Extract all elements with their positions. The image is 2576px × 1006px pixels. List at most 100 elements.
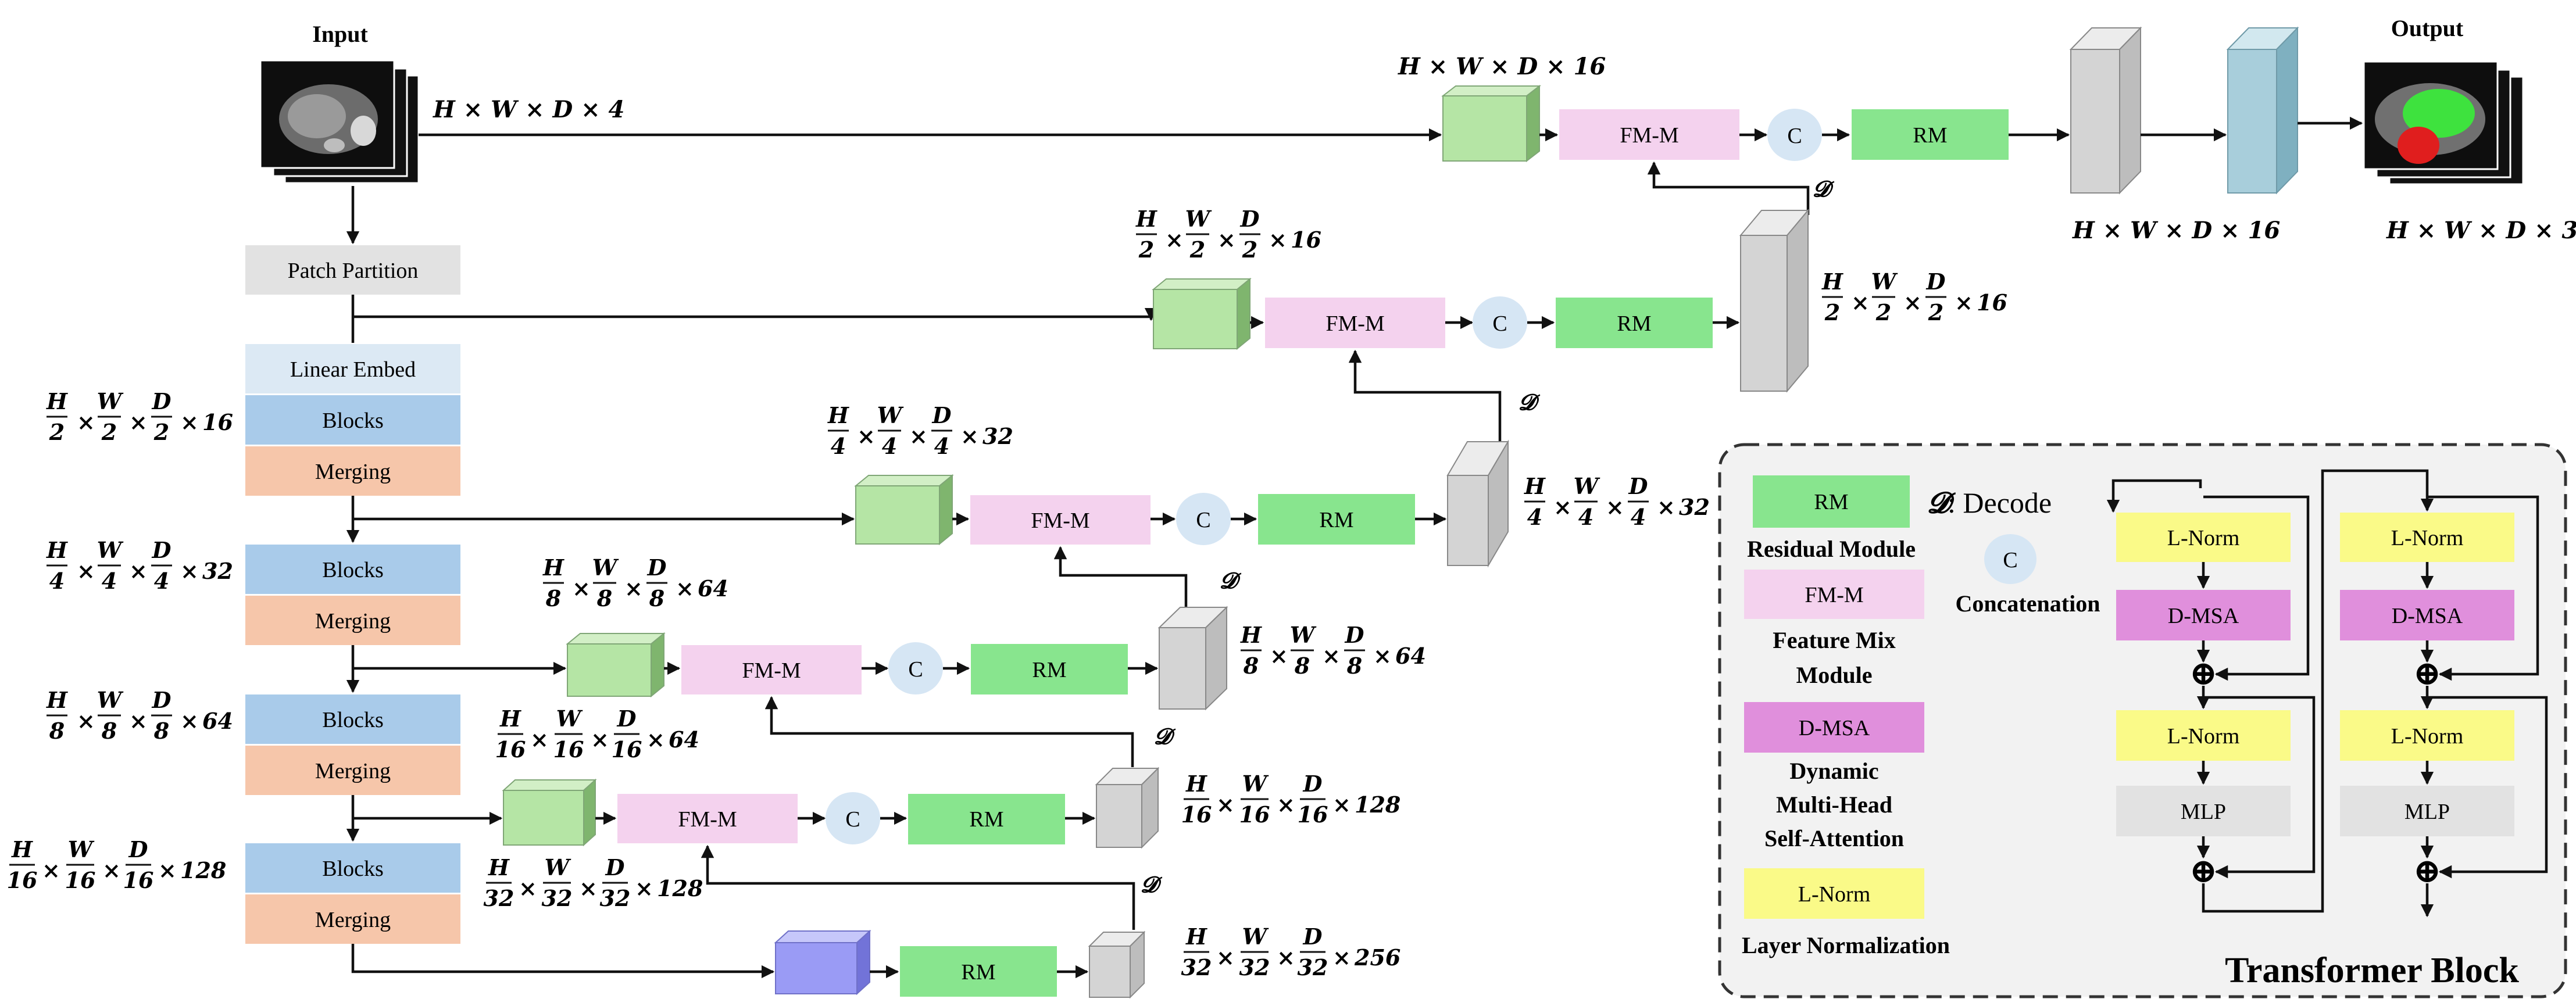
svg-text:4: 4 bbox=[831, 433, 846, 459]
slab-gray-5 bbox=[1088, 930, 1146, 999]
svg-text:16: 16 bbox=[65, 867, 96, 893]
blocks-box-2 bbox=[245, 545, 460, 594]
cube-green-4 bbox=[502, 778, 597, 847]
svg-text:𝑯: 𝑯 bbox=[1185, 771, 1207, 797]
svg-text:𝑯: 𝑯 bbox=[827, 402, 849, 428]
svg-text:×: × bbox=[646, 726, 665, 753]
svg-text:×: × bbox=[1270, 643, 1288, 669]
svg-text:32: 32 bbox=[982, 423, 1013, 449]
svg-text:8: 8 bbox=[101, 718, 117, 744]
legend-concat-symbol: C bbox=[2003, 548, 2017, 572]
dec-dims-3-right: 𝑯8 × 𝑾8 × 𝑫8 × 64 bbox=[1240, 622, 1426, 679]
svg-text:𝑫: 𝑫 bbox=[152, 687, 172, 713]
rm-label-0: RM bbox=[1913, 123, 1947, 148]
svg-text:16: 16 bbox=[1977, 289, 2007, 316]
output-label: Output bbox=[2391, 15, 2464, 41]
svg-text:×: × bbox=[1851, 289, 1870, 316]
svg-text:4: 4 bbox=[1578, 504, 1594, 530]
dec-dims-1-right: 𝑯2 × 𝑾2 × 𝑫2 × 16 bbox=[1821, 268, 2007, 325]
legend-lnorm-desc: Layer Normalization bbox=[1742, 932, 1950, 958]
merging-label-1: Merging bbox=[315, 460, 391, 484]
svg-text:×: × bbox=[1165, 227, 1184, 253]
svg-text:×: × bbox=[1903, 289, 1922, 316]
svg-text:L-Norm: L-Norm bbox=[2167, 526, 2240, 550]
fm-label-0: FM-M bbox=[1620, 123, 1678, 148]
svg-text:8: 8 bbox=[545, 585, 561, 611]
transformer-block-b: L-Norm D-MSA ⊕ L-Norm MLP ⊕ bbox=[2340, 495, 2548, 918]
concat-label-4: C bbox=[845, 807, 860, 832]
svg-text:4: 4 bbox=[1527, 504, 1542, 530]
svg-text:𝑾: 𝑾 bbox=[877, 402, 904, 428]
svg-text:64: 64 bbox=[202, 708, 233, 734]
concat-label-2: C bbox=[1196, 508, 1210, 532]
svg-text:𝑯: 𝑯 bbox=[46, 537, 68, 563]
svg-text:𝑾: 𝑾 bbox=[97, 687, 124, 713]
svg-text:×: × bbox=[676, 575, 694, 602]
svg-text:×: × bbox=[572, 575, 591, 602]
svg-text:𝑯: 𝑯 bbox=[46, 687, 68, 713]
svg-text:𝑫: 𝑫 bbox=[1303, 923, 1323, 950]
svg-text:32: 32 bbox=[1181, 954, 1212, 980]
linear-embed-box bbox=[245, 344, 460, 393]
tb-a-lnorm-1 bbox=[2116, 513, 2291, 562]
rm-label-1: RM bbox=[1617, 312, 1651, 336]
svg-text:𝑯: 𝑯 bbox=[542, 554, 564, 581]
merging-box-2 bbox=[245, 596, 460, 645]
svg-text:𝑯: 𝑯 bbox=[1821, 268, 1843, 295]
tb-b-lnorm-1 bbox=[2340, 513, 2514, 562]
svg-text:×: × bbox=[129, 409, 148, 435]
svg-text:𝑾: 𝑾 bbox=[97, 537, 124, 563]
svg-text:×: × bbox=[77, 409, 95, 435]
rm-box-5 bbox=[900, 946, 1057, 997]
svg-text:2: 2 bbox=[1138, 237, 1154, 263]
svg-text:𝑫: 𝑫 bbox=[152, 537, 172, 563]
svg-text:×: × bbox=[102, 857, 121, 883]
rm-label-3: RM bbox=[1032, 658, 1066, 682]
svg-text:8: 8 bbox=[1294, 653, 1310, 679]
skip-connection-1 bbox=[353, 307, 1158, 321]
transformer-block-a: L-Norm D-MSA ⊕ L-Norm MLP ⊕ bbox=[2106, 469, 2434, 913]
decode-label-4: 𝓓 bbox=[1141, 873, 1163, 897]
svg-text:𝑯: 𝑯 bbox=[1524, 473, 1546, 499]
merging-label-4: Merging bbox=[315, 908, 391, 932]
svg-text:×: × bbox=[158, 857, 177, 883]
svg-text:16: 16 bbox=[123, 867, 154, 893]
svg-text:×: × bbox=[960, 423, 979, 449]
svg-text:𝑯: 𝑯 bbox=[499, 706, 521, 732]
cube-green-2 bbox=[854, 474, 954, 546]
dec-dims-3-top: 𝑯8 × 𝑾8 × 𝑫8 × 64 bbox=[542, 554, 728, 611]
tb-a-lnorm-2 bbox=[2116, 710, 2291, 761]
concat-1 bbox=[1473, 296, 1527, 349]
rm-box-0 bbox=[1852, 109, 2009, 160]
svg-text:×: × bbox=[1606, 494, 1624, 520]
dec-dims-2-right: 𝑯4 × 𝑾4 × 𝑫4 × 32 bbox=[1524, 473, 1710, 530]
tb-b-dmsa bbox=[2340, 590, 2514, 640]
svg-text:𝑾: 𝑾 bbox=[545, 854, 571, 880]
svg-text:4: 4 bbox=[882, 433, 897, 459]
svg-text:×: × bbox=[1216, 792, 1235, 818]
svg-text:D-MSA: D-MSA bbox=[2168, 604, 2239, 628]
svg-text:4: 4 bbox=[154, 568, 169, 594]
svg-text:MLP: MLP bbox=[2404, 800, 2450, 824]
svg-text:×: × bbox=[129, 708, 148, 734]
bottleneck-dims-left: 𝑯32 × 𝑾32 × 𝑫32 × 128 bbox=[484, 854, 703, 911]
slab-gray-output bbox=[2069, 26, 2142, 195]
decode-arrow-3 bbox=[764, 696, 1134, 767]
svg-text:𝑯: 𝑯 bbox=[46, 388, 68, 414]
enc-dims-2: 𝑯4 × 𝑾4 × 𝑫4 × 32 bbox=[46, 537, 233, 594]
svg-text:×: × bbox=[77, 558, 95, 584]
svg-text:𝑾: 𝑾 bbox=[1242, 771, 1269, 797]
svg-text:𝑫: 𝑫 bbox=[128, 836, 148, 862]
svg-text:16: 16 bbox=[7, 867, 38, 893]
svg-text:2: 2 bbox=[1875, 299, 1891, 325]
svg-text:16: 16 bbox=[1181, 801, 1212, 828]
svg-text:𝑯: 𝑯 bbox=[1135, 206, 1157, 232]
fm-label-1: FM-M bbox=[1325, 312, 1384, 336]
svg-text:×: × bbox=[1269, 227, 1287, 253]
svg-text:×: × bbox=[77, 708, 95, 734]
concat-3 bbox=[888, 642, 943, 694]
svg-text:×: × bbox=[635, 875, 653, 901]
svg-text:×: × bbox=[909, 423, 928, 449]
svg-text:𝑾: 𝑾 bbox=[1871, 268, 1898, 295]
svg-text:8: 8 bbox=[1243, 653, 1259, 679]
